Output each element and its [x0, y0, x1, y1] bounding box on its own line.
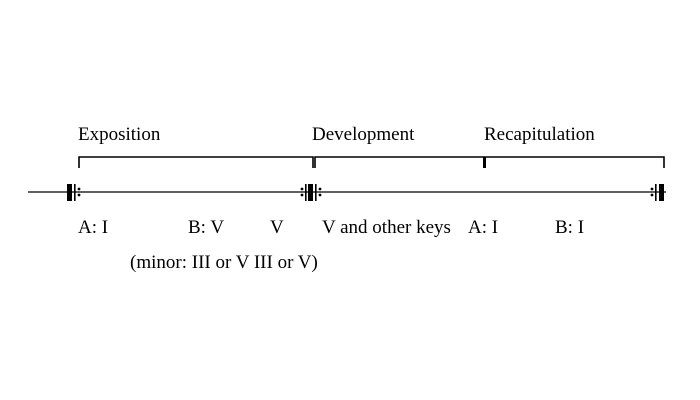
end-repeat-barline [650, 184, 664, 201]
recapitulation-divider-tick [483, 157, 486, 168]
development-keys: V and other keys [322, 217, 451, 238]
start-repeat-barline [67, 184, 81, 201]
exposition-a-key: A: I [78, 217, 109, 238]
recapitulation-a-key: A: I [468, 217, 499, 238]
development-label: Development [312, 124, 415, 145]
exposition-b-key: B: V [188, 217, 225, 238]
exposition-bracket [78, 156, 314, 168]
minor-mode-note: (minor: III or V III or V) [130, 252, 318, 273]
middle-repeat-barline [300, 184, 322, 201]
recapitulation-b-key: B: I [555, 217, 585, 238]
exposition-closing-key: V [270, 217, 284, 238]
development-recapitulation-bracket [314, 156, 665, 168]
recapitulation-label: Recapitulation [484, 124, 595, 145]
exposition-label: Exposition [78, 124, 161, 145]
